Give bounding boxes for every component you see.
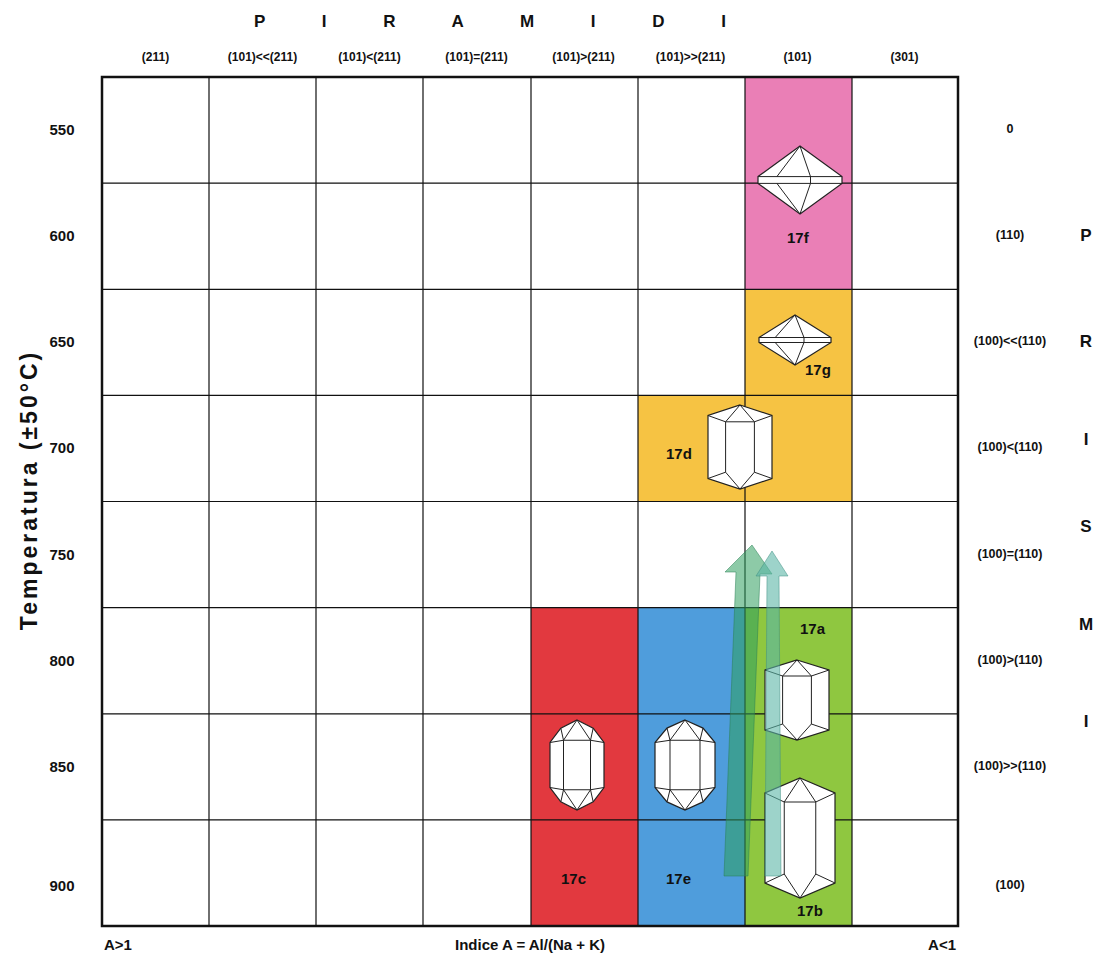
facies-field: 17d (638, 395, 852, 501)
crystal-label: 17d (666, 446, 692, 463)
axis-title: Temperatura (±50°C) (17, 350, 42, 630)
row-header: (100)<(110) (978, 442, 1043, 456)
axis-letter: S (1080, 518, 1091, 537)
row-header: (100) (995, 879, 1024, 893)
axis-letter: M (1079, 616, 1093, 635)
column-header: (301) (890, 51, 918, 64)
column-header: (101)>(211) (552, 51, 614, 64)
temperature-tick: 900 (49, 878, 74, 895)
temperature-tick: 750 (49, 546, 74, 563)
row-header: 0 (1007, 123, 1014, 137)
zircon-crystals (550, 146, 842, 898)
crystal-label: 17b (797, 903, 823, 920)
column-header: (101)=(211) (445, 51, 507, 64)
row-header: (100)<<(110) (974, 335, 1046, 349)
column-header: (211) (142, 51, 169, 64)
facies-field: 17a (745, 608, 852, 767)
axis-letter: R (1080, 333, 1092, 352)
crystal-label: 17e (666, 871, 691, 888)
axis-letter: I (1084, 713, 1089, 732)
crystal-label: 17a (800, 621, 825, 638)
row-header: (100)>(110) (978, 654, 1043, 668)
temperature-tick: 850 (49, 759, 74, 776)
column-header: (101)<<(211) (228, 51, 297, 64)
temperature-tick: 700 (49, 440, 74, 457)
crystal-label: 17f (787, 230, 809, 247)
temperature-tick: 550 (49, 122, 74, 139)
crystal-label: 17c (561, 871, 586, 888)
column-header: (101)>>(211) (656, 51, 725, 64)
row-header: (100)=(110) (978, 548, 1043, 562)
facies-field: 17g (745, 289, 852, 395)
crystal-label: 17g (805, 362, 831, 379)
facies-field: 17b (745, 767, 852, 926)
temperature-tick: 600 (49, 228, 74, 245)
axis-letter: I (1084, 431, 1089, 450)
axis-end: A<1 (928, 937, 956, 954)
grid (102, 77, 958, 926)
column-header: (101) (783, 51, 811, 64)
axis-title: Indice A = Al/(Na + K) (455, 937, 605, 954)
axis-end: A>1 (104, 937, 132, 954)
facies-field: 17c (531, 608, 638, 926)
row-header: (110) (996, 229, 1025, 243)
facies-field: 17f (745, 77, 852, 289)
temperature-tick: 800 (49, 652, 74, 669)
trend-arrows (724, 545, 788, 876)
axis-letter: P (1080, 227, 1091, 246)
column-header: (101)<(211) (338, 51, 400, 64)
facies-field: 17e (638, 608, 745, 926)
row-header: (100)>>(110) (974, 760, 1046, 774)
temperature-tick: 650 (49, 334, 74, 351)
axis-heading: P I R A M I D I (254, 13, 726, 32)
